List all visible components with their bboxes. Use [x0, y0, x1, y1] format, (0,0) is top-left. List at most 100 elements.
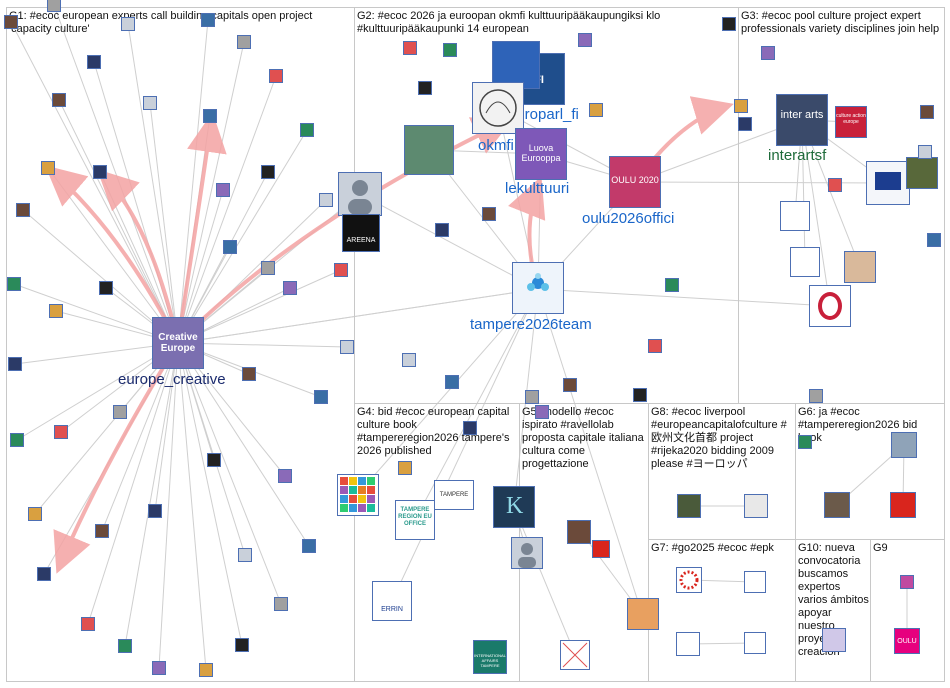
minor-node-avatar[interactable]: [93, 165, 107, 179]
minor-node-avatar[interactable]: [148, 504, 162, 518]
minor-node-avatar[interactable]: [4, 15, 18, 29]
node-interartsf-avatar[interactable]: inter arts: [776, 94, 828, 146]
minor-node-avatar[interactable]: [563, 378, 577, 392]
node-g6-person1-avatar[interactable]: [891, 432, 917, 458]
minor-node-avatar[interactable]: [300, 123, 314, 137]
node-g10-avatar[interactable]: [822, 628, 846, 652]
minor-node-avatar[interactable]: [722, 17, 736, 31]
minor-node-avatar[interactable]: [269, 69, 283, 83]
minor-node-avatar[interactable]: [16, 203, 30, 217]
node-g3-dark-avatar[interactable]: [906, 157, 938, 189]
node-g5-circle-avatar[interactable]: [627, 598, 659, 630]
minor-node-avatar[interactable]: [734, 99, 748, 113]
minor-node-avatar[interactable]: [665, 278, 679, 292]
minor-node-avatar[interactable]: [920, 105, 934, 119]
minor-node-avatar[interactable]: [302, 539, 316, 553]
minor-node-avatar[interactable]: [482, 207, 496, 221]
minor-node-avatar[interactable]: [418, 81, 432, 95]
node-g3-squares-avatar[interactable]: [790, 247, 820, 277]
minor-node-avatar[interactable]: [535, 405, 549, 419]
minor-node-avatar[interactable]: [278, 469, 292, 483]
node-g5-crossed-avatar[interactable]: [560, 640, 590, 670]
minor-node-avatar[interactable]: [403, 41, 417, 55]
minor-node-avatar[interactable]: [648, 339, 662, 353]
node-g6-shield-avatar[interactable]: [890, 492, 916, 518]
minor-node-avatar[interactable]: [54, 425, 68, 439]
minor-node-avatar[interactable]: [589, 103, 603, 117]
minor-node-avatar[interactable]: [8, 357, 22, 371]
node-g4-intl-avatar[interactable]: INTERNATIONAL AFFAIRS TAMPERE: [473, 640, 507, 674]
minor-node-avatar[interactable]: [927, 233, 941, 247]
node-europe-creative-avatar[interactable]: Creative Europe: [152, 317, 204, 369]
node-g3-aeidl-avatar[interactable]: [780, 201, 810, 231]
minor-node-avatar[interactable]: [761, 46, 775, 60]
minor-node-avatar[interactable]: [41, 161, 55, 175]
node-lekulttuuri-avatar[interactable]: Luova Eurooppa: [515, 128, 567, 180]
node-g4-mosaic-avatar[interactable]: [337, 474, 379, 516]
minor-node-avatar[interactable]: [47, 0, 61, 12]
minor-node-avatar[interactable]: [402, 353, 416, 367]
minor-node-avatar[interactable]: [95, 524, 109, 538]
node-g4-tampere-region-avatar[interactable]: TAMPERE REGION EU OFFICE: [395, 500, 435, 540]
minor-node-avatar[interactable]: [314, 390, 328, 404]
node-g9-small-avatar[interactable]: [900, 575, 914, 589]
node-g9-oulu-avatar[interactable]: OULU: [894, 628, 920, 654]
minor-node-avatar[interactable]: [261, 261, 275, 275]
minor-node-avatar[interactable]: [435, 223, 449, 237]
minor-node-avatar[interactable]: [7, 277, 21, 291]
minor-node-avatar[interactable]: [828, 178, 842, 192]
node-g4-k-avatar[interactable]: K: [493, 486, 535, 528]
node-eu-flag-avatar[interactable]: [866, 161, 910, 205]
minor-node-avatar[interactable]: [201, 13, 215, 27]
minor-node-avatar[interactable]: [340, 340, 354, 354]
node-g3-person-avatar[interactable]: [844, 251, 876, 283]
minor-node-avatar[interactable]: [81, 617, 95, 631]
minor-node-avatar[interactable]: [283, 281, 297, 295]
node-okmfi-avatar[interactable]: [472, 82, 524, 134]
minor-node-avatar[interactable]: [118, 639, 132, 653]
minor-node-avatar[interactable]: [199, 663, 213, 677]
node-person-okmfi-avatar[interactable]: [404, 125, 454, 175]
node-g5-red-avatar[interactable]: [592, 540, 610, 558]
node-g7-music-avatar[interactable]: [744, 571, 766, 593]
minor-node-avatar[interactable]: [319, 193, 333, 207]
minor-node-avatar[interactable]: [203, 109, 217, 123]
node-g4-person-avatar[interactable]: [511, 537, 543, 569]
minor-node-avatar[interactable]: [798, 435, 812, 449]
minor-node-avatar[interactable]: [207, 453, 221, 467]
minor-node-avatar[interactable]: [49, 304, 63, 318]
node-g6-person2-avatar[interactable]: [824, 492, 850, 518]
minor-node-avatar[interactable]: [121, 17, 135, 31]
minor-node-avatar[interactable]: [216, 183, 230, 197]
minor-node-avatar[interactable]: [274, 597, 288, 611]
minor-node-avatar[interactable]: [238, 548, 252, 562]
minor-node-avatar[interactable]: [463, 421, 477, 435]
node-g8-person1-avatar[interactable]: [677, 494, 701, 518]
node-culture-action-avatar[interactable]: culture action europe: [835, 106, 867, 138]
node-g4-errin-avatar[interactable]: ERRIN: [372, 581, 412, 621]
minor-node-avatar[interactable]: [809, 389, 823, 403]
minor-node-avatar[interactable]: [918, 145, 932, 159]
minor-node-avatar[interactable]: [738, 117, 752, 131]
node-areena-avatar[interactable]: [338, 172, 382, 216]
node-g8-person2-avatar[interactable]: [744, 494, 768, 518]
minor-node-avatar[interactable]: [334, 263, 348, 277]
node-g3-logo-e-avatar[interactable]: [809, 285, 851, 327]
minor-node-avatar[interactable]: [445, 375, 459, 389]
minor-node-avatar[interactable]: [10, 433, 24, 447]
node-g7-sun-avatar[interactable]: [676, 567, 702, 593]
minor-node-avatar[interactable]: [152, 661, 166, 675]
node-tampere2026team-avatar[interactable]: [512, 262, 564, 314]
node-g7-blue-avatar[interactable]: [744, 632, 766, 654]
minor-node-avatar[interactable]: [99, 281, 113, 295]
minor-node-avatar[interactable]: [578, 33, 592, 47]
minor-node-avatar[interactable]: [235, 638, 249, 652]
minor-node-avatar[interactable]: [143, 96, 157, 110]
minor-node-avatar[interactable]: [37, 567, 51, 581]
minor-node-avatar[interactable]: [87, 55, 101, 69]
minor-node-avatar[interactable]: [113, 405, 127, 419]
minor-node-avatar[interactable]: [237, 35, 251, 49]
minor-node-avatar[interactable]: [633, 388, 647, 402]
minor-node-avatar[interactable]: [398, 461, 412, 475]
node-g7-go-avatar[interactable]: [676, 632, 700, 656]
